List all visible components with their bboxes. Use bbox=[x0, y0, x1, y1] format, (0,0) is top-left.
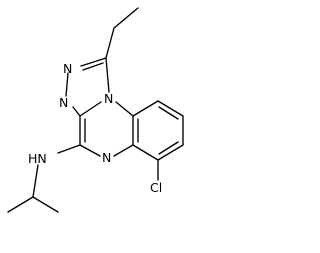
bond-c1-n9 bbox=[105, 57, 110, 93]
bond-ch-ch3-right bbox=[32, 196, 59, 213]
bond-c1-n2-double bbox=[82, 62, 104, 71]
bond-n2-n3 bbox=[65, 72, 69, 97]
bond-c9-c8-double bbox=[158, 106, 179, 120]
atom-n-bridgehead: N bbox=[104, 91, 113, 106]
bond-n3-c3a bbox=[72, 106, 81, 117]
bond-c7-c6-double bbox=[158, 141, 179, 155]
atom-n-pyrazine: N bbox=[102, 150, 111, 165]
bond-c6-c5a bbox=[132, 144, 159, 161]
bond-c4-n bbox=[57, 144, 81, 154]
bond-c9-c8 bbox=[157, 100, 184, 117]
bond-n9-c3a bbox=[79, 101, 102, 117]
bond-n5-c5a bbox=[113, 144, 134, 157]
atom-n-triazole-left: N bbox=[59, 95, 68, 110]
bond-c1-n2 bbox=[80, 57, 107, 67]
bond-n-ch bbox=[32, 164, 39, 198]
bonds bbox=[7, 7, 184, 213]
bond-c9a-n9 bbox=[115, 101, 134, 117]
atom-nh-amine: HN bbox=[28, 151, 47, 166]
bond-c7-c6 bbox=[157, 144, 184, 161]
bond-ethyl-ch2 bbox=[105, 27, 115, 59]
atom-cl-chlorine: Cl bbox=[150, 180, 162, 195]
bond-ch-ch3-left bbox=[7, 196, 34, 213]
bond-c9a-c9 bbox=[132, 100, 159, 117]
molecule-structure: N N N N HN Cl bbox=[7, 7, 184, 213]
bond-c4-n5 bbox=[79, 144, 101, 157]
atom-labels: N N N N HN Cl bbox=[28, 61, 162, 195]
bond-ethyl-ch3 bbox=[113, 7, 139, 29]
atom-n-triazole-top: N bbox=[63, 61, 72, 76]
